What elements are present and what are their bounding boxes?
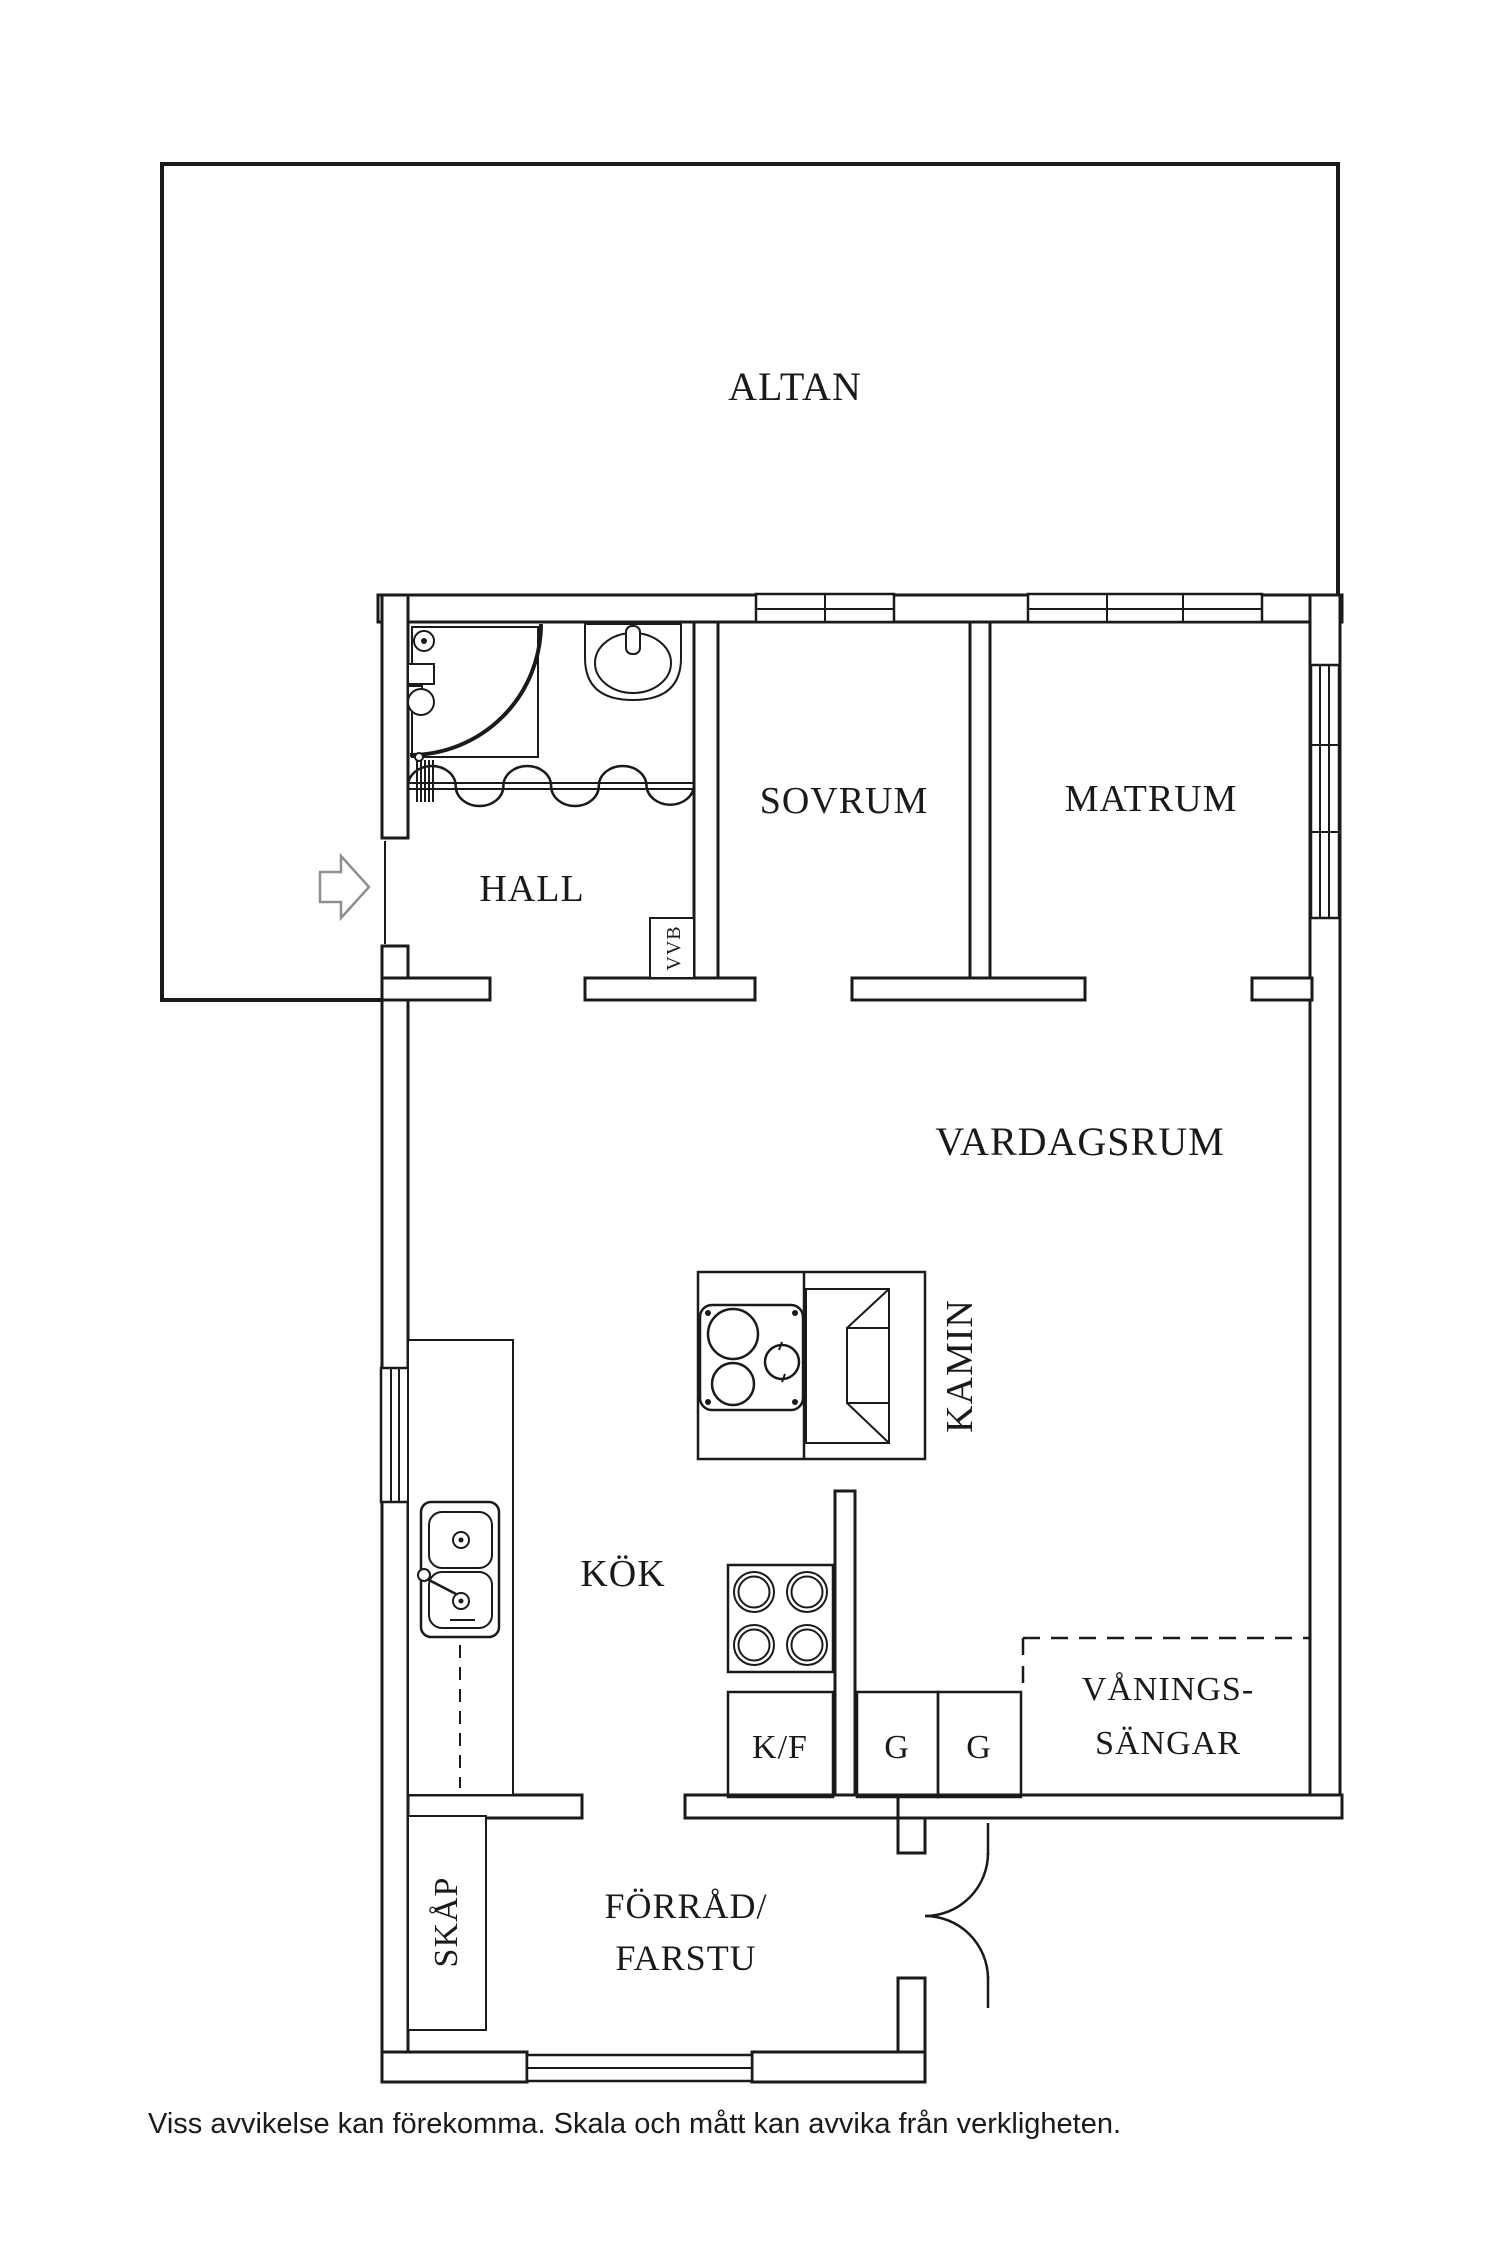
sink-drain: [452, 1592, 470, 1610]
room-label-forrad-line2: FARSTU: [615, 1938, 756, 1978]
washbasin-tap: [625, 625, 641, 655]
entry-arrow-icon: [318, 852, 371, 922]
wall-segment: [896, 1793, 1344, 1820]
sink-faucet: [417, 1568, 431, 1582]
wall-segment: [380, 593, 410, 840]
damper-knob: [763, 1343, 801, 1381]
g-box: [936, 1690, 1023, 1799]
wall-segment: [380, 2050, 529, 2084]
window-sovrum-top: [754, 592, 896, 624]
firebox-perspective: [805, 1288, 890, 1444]
wall-segment: [750, 2050, 927, 2084]
wall-segment: [850, 976, 1087, 1002]
plate-corner-dot: [705, 1399, 711, 1405]
disclaimer-text: Viss avvikelse kan förekomma. Skala och …: [148, 2108, 1121, 2140]
damper-tick: [781, 1373, 786, 1383]
sink-drain: [452, 1531, 470, 1549]
door-scallops: [406, 764, 696, 808]
skap-cabinet: [407, 1815, 487, 2031]
plate-corner-dot: [705, 1310, 711, 1316]
room-label-vardagsrum: VARDAGSRUM: [935, 1119, 1224, 1164]
vvb-label: VVB: [663, 925, 685, 970]
wall-segment: [583, 976, 757, 1002]
kf-box: [726, 1690, 835, 1799]
window-frame: [1309, 663, 1341, 920]
room-label-forrad-line1: FÖRRÅD/: [604, 1886, 767, 1926]
shower-tray: [411, 626, 539, 758]
wall-segment: [968, 620, 992, 980]
wall-segment: [380, 976, 492, 1002]
vanings-label-line1: VÅNINGS-: [1082, 1671, 1254, 1708]
altan-terrace-outline: [160, 162, 1340, 1002]
bath-fixture: [407, 663, 435, 685]
burner-large: [706, 1307, 760, 1361]
kamin-body: [696, 1270, 927, 1461]
wardrobe-2: G: [936, 1690, 1023, 1799]
door-stack-knob: [414, 752, 424, 762]
bathroom: [406, 623, 696, 808]
window-farstu-bottom: [525, 2053, 754, 2083]
wall-segment: [406, 1793, 584, 1820]
wall-segment: [896, 1816, 927, 1855]
room-label-sovrum: SOVRUM: [760, 780, 929, 822]
folding-door-stack: [414, 752, 434, 802]
g-label: G: [966, 1729, 992, 1766]
room-label-kok: KÖK: [580, 1553, 665, 1595]
wall-segment: [380, 944, 410, 2084]
shower-head-dot: [421, 638, 427, 644]
vvb-water-heater: VVB: [649, 917, 695, 979]
damper-tick: [778, 1341, 783, 1351]
plate-corner-dot: [792, 1399, 798, 1405]
plate-corner-dot: [792, 1310, 798, 1316]
window-matrum-top: [1026, 592, 1264, 624]
stove-plate: [698, 1303, 805, 1412]
wardrobe-1: G: [855, 1690, 940, 1799]
kitchen: K/F G G: [407, 1339, 1023, 1799]
room-label-matrum: MATRUM: [1065, 778, 1238, 820]
fridge-freezer: K/F: [726, 1690, 835, 1799]
washbasin: [584, 623, 682, 702]
door-swing-arc: [924, 1852, 990, 1918]
room-label-kamin: KAMIN: [939, 1299, 981, 1433]
storage-annex: SKÅP: [407, 1815, 990, 2031]
bunk-beds-area: VÅNINGS- SÄNGAR: [1021, 1636, 1310, 1762]
fireplace-kamin: [696, 1270, 927, 1461]
bathroom-sliding-door: [406, 764, 696, 808]
wall-segment: [833, 1489, 857, 1797]
vvb-box: [649, 917, 695, 979]
g-label: G: [884, 1729, 910, 1766]
interior-walls: [380, 620, 1314, 1797]
shower-glass-arc: [409, 623, 543, 757]
exterior-double-door: [924, 1823, 990, 2008]
stove: [726, 1563, 835, 1674]
sink-bowl: [428, 1571, 493, 1629]
sink-drain-dot: [458, 1537, 464, 1543]
skap-label: SKÅP: [428, 1877, 465, 1968]
burner-small: [710, 1361, 756, 1407]
sink-bowl: [428, 1511, 493, 1569]
stove-body: [726, 1563, 835, 1674]
sink-faucet-spout: [426, 1577, 457, 1596]
door-swing-arc: [924, 1914, 990, 1979]
window-frame: [379, 1366, 411, 1504]
wall-segment: [692, 620, 720, 980]
kf-label: K/F: [752, 1729, 808, 1766]
window-kok-left: [379, 1366, 411, 1504]
room-label-altan: ALTAN: [728, 364, 862, 409]
bath-fixture: [407, 688, 435, 716]
room-labels: ALTAN HALL SOVRUM MATRUM VARDAGSRUM KAMI…: [479, 364, 1238, 1978]
wall-segment: [1250, 976, 1314, 1002]
vanings-label-line2: SÄNGAR: [1095, 1725, 1241, 1762]
sink-drain-dot: [458, 1598, 464, 1604]
wall-segment: [683, 1793, 900, 1820]
window-matrum-right: [1309, 663, 1341, 920]
room-label-hall: HALL: [479, 868, 584, 910]
arrow-shape: [318, 852, 371, 922]
